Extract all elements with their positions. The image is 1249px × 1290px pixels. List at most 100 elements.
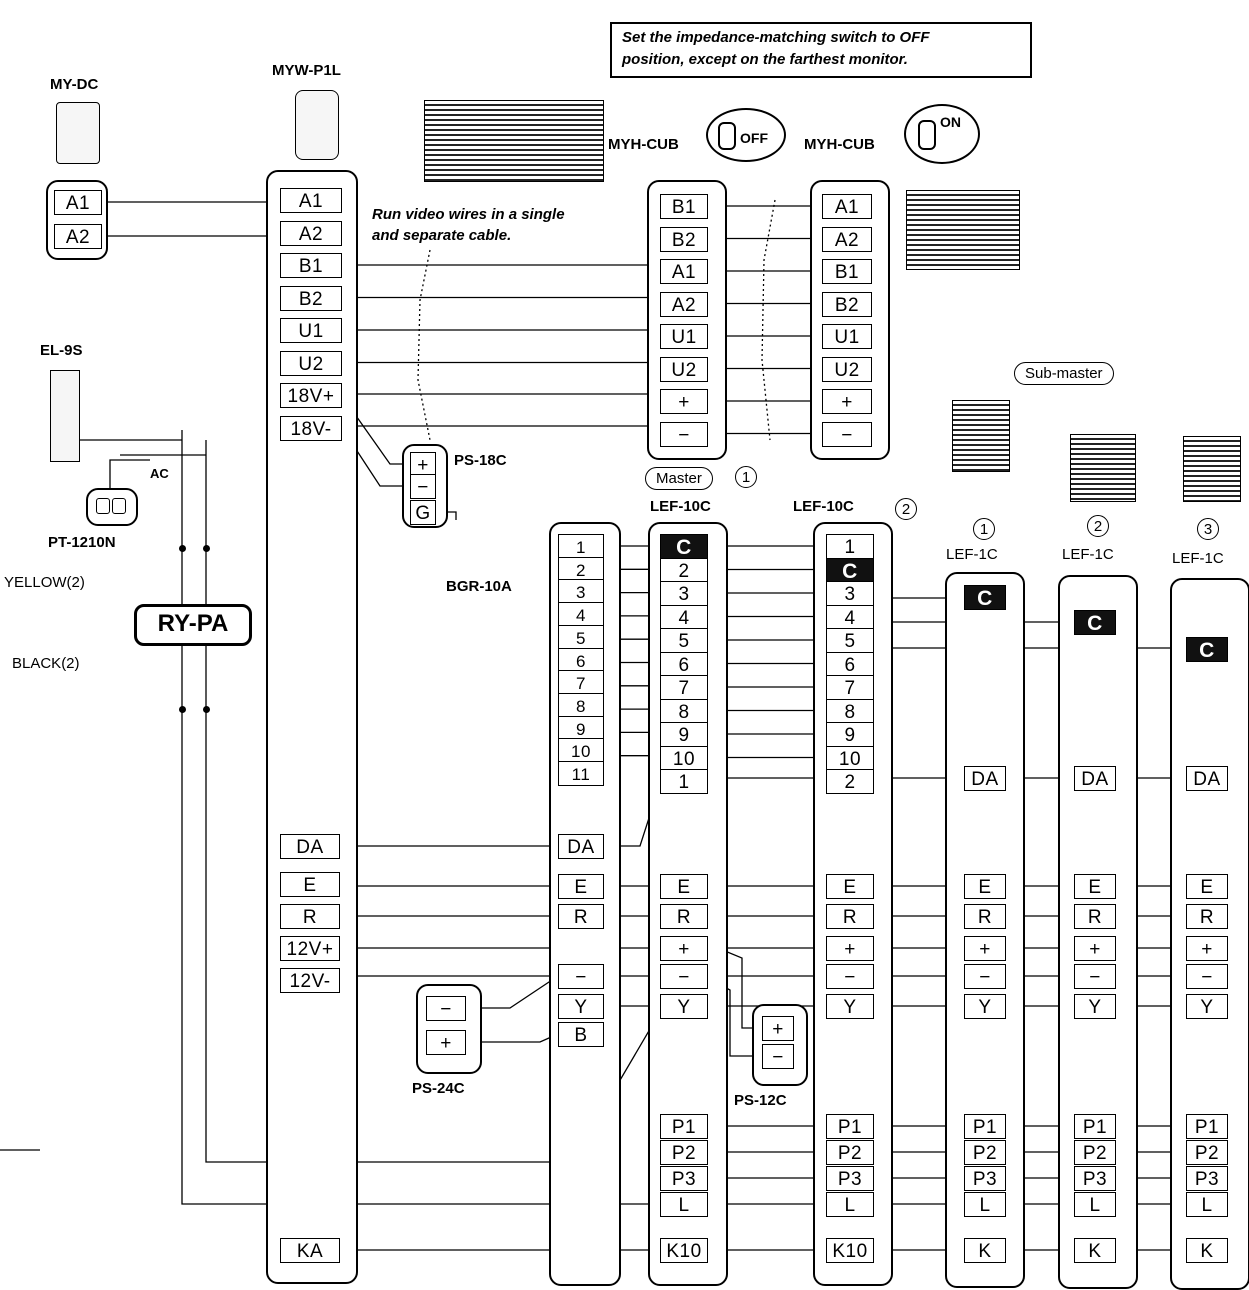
myw-top-terminal: 18V+ <box>280 383 342 408</box>
lef10c-2-terminal: 9 <box>826 722 874 747</box>
lef1c-terminal: + <box>964 936 1006 961</box>
myw-bottom-terminal: 12V- <box>280 968 340 993</box>
lef1c-terminal: E <box>1186 874 1228 899</box>
lef10c-master-terminal: P3 <box>660 1166 708 1191</box>
lef10c-master-terminal: 10 <box>660 745 708 771</box>
switch-on-label: ON <box>940 114 961 130</box>
yellow-wire-label: YELLOW(2) <box>4 574 85 591</box>
lef1c-terminal: DA <box>1074 766 1116 791</box>
lef-1c-3-label: LEF-1C <box>1172 550 1224 567</box>
lef1c-terminal: + <box>1074 936 1116 961</box>
bgr-terminal: 9 <box>558 715 604 741</box>
lef10c-master-terminal: P1 <box>660 1114 708 1139</box>
wire <box>761 199 776 441</box>
ry-pa-relay: RY-PA <box>134 604 252 646</box>
cub1-terminal: U1 <box>660 324 708 349</box>
lef10c-master-terminal: E <box>660 874 708 899</box>
lef10c-2-terminal: 1 <box>826 534 874 559</box>
lef-1c-2-label: LEF-1C <box>1062 546 1114 563</box>
ps24c-terminal: − <box>426 996 466 1021</box>
lef10c-2-terminal: 2 <box>826 769 874 794</box>
pt-1210n-transformer <box>86 488 138 526</box>
lef10c-2-terminal: 5 <box>826 628 874 653</box>
lef10c-2-terminal: 6 <box>826 651 874 677</box>
lef-10c-2-number: 2 <box>895 498 917 520</box>
wire <box>181 430 660 1205</box>
ps18c-terminal: + <box>410 452 436 477</box>
junction-dot <box>203 706 210 713</box>
myw-bottom-terminal: 12V+ <box>280 936 340 961</box>
myh-cub-device-2 <box>906 190 1020 270</box>
lef1c-terminal: K <box>964 1238 1006 1263</box>
bgr-terminal: 8 <box>558 692 604 718</box>
lef1c-terminal: Y <box>1186 994 1228 1019</box>
myw-p1l-label: MYW-P1L <box>272 62 341 79</box>
lef10c-master-terminal: C <box>660 534 708 559</box>
lef1c-terminal: C <box>1074 610 1116 635</box>
cub1-terminal: B2 <box>660 226 708 252</box>
myh-cub-panel-1 <box>647 180 727 460</box>
my-dc-label: MY-DC <box>50 76 99 93</box>
bgr-terminal: 2 <box>558 556 604 582</box>
lef1c-terminal: R <box>964 904 1006 929</box>
toggle-icon <box>718 122 736 150</box>
bgr-terminal: Y <box>558 994 604 1019</box>
junction-dot <box>203 545 210 552</box>
lef1c-terminal: C <box>964 585 1006 610</box>
wire <box>417 249 431 441</box>
cub2-terminal: U1 <box>822 324 872 349</box>
lef10c-2-terminal: Y <box>826 994 874 1019</box>
myw-bottom-terminal: DA <box>280 834 340 859</box>
master-badge: Master <box>645 467 713 490</box>
bgr-terminal: B <box>558 1022 604 1047</box>
lef-1c-3-number: 3 <box>1197 518 1219 540</box>
impedance-switch-on: ON <box>904 104 980 164</box>
lef10c-master-terminal: 8 <box>660 698 708 724</box>
cub2-terminal: A1 <box>822 194 872 219</box>
pt-1210n-label: PT-1210N <box>48 534 116 551</box>
lef10c-2-terminal: P1 <box>826 1114 874 1139</box>
myh-cub-device-1 <box>424 100 604 182</box>
bgr-terminal: E <box>558 874 604 899</box>
plug-pin-icon <box>112 498 126 514</box>
bgr-terminal: 1 <box>558 534 604 559</box>
lef1c-terminal: R <box>1186 904 1228 929</box>
bgr-terminal: 4 <box>558 602 604 628</box>
impedance-switch-off: OFF <box>706 108 786 162</box>
cub2-terminal: − <box>822 421 872 447</box>
lef1c-terminal: K <box>1074 1238 1116 1263</box>
ps12c-terminal: − <box>762 1044 794 1069</box>
sub-master-badge: Sub-master <box>1014 362 1114 385</box>
junction-dot <box>179 545 186 552</box>
el-9s-device <box>50 370 80 462</box>
lef1c-terminal: L <box>1074 1192 1116 1217</box>
bgr-terminal: DA <box>558 834 604 859</box>
lef-1c-2-number: 2 <box>1087 515 1109 537</box>
cub1-terminal: + <box>660 389 708 414</box>
lef10c-master-terminal: 5 <box>660 628 708 653</box>
lef10c-2-terminal: + <box>826 936 874 961</box>
submaster-device-1 <box>952 400 1010 472</box>
lef10c-master-terminal: 4 <box>660 604 708 630</box>
lef1c-terminal: E <box>964 874 1006 899</box>
myw-top-terminal: A2 <box>280 220 342 246</box>
bgr-terminal: R <box>558 904 604 929</box>
master-number: 1 <box>735 466 757 488</box>
cub2-terminal: + <box>822 389 872 414</box>
lef10c-master-terminal: R <box>660 904 708 929</box>
ac-label: AC <box>150 466 169 481</box>
lef10c-2-terminal: 10 <box>826 745 874 771</box>
callout-line-2: position, except on the farthest monitor… <box>622 51 908 68</box>
myh-cub-label-1: MYH-CUB <box>608 136 679 153</box>
bgr-terminal: 3 <box>558 579 604 605</box>
lef1c-terminal: P3 <box>1074 1166 1116 1191</box>
myh-cub-label-2: MYH-CUB <box>804 136 875 153</box>
lef1c-terminal: + <box>1186 936 1228 961</box>
lef10c-2-terminal: 7 <box>826 675 874 700</box>
bgr-terminal: 6 <box>558 647 604 673</box>
lef1c-terminal: P2 <box>964 1140 1006 1165</box>
myw-top-terminal: B2 <box>280 285 342 311</box>
lef-1c-1-number: 1 <box>973 518 995 540</box>
lef10c-2-terminal: E <box>826 874 874 899</box>
